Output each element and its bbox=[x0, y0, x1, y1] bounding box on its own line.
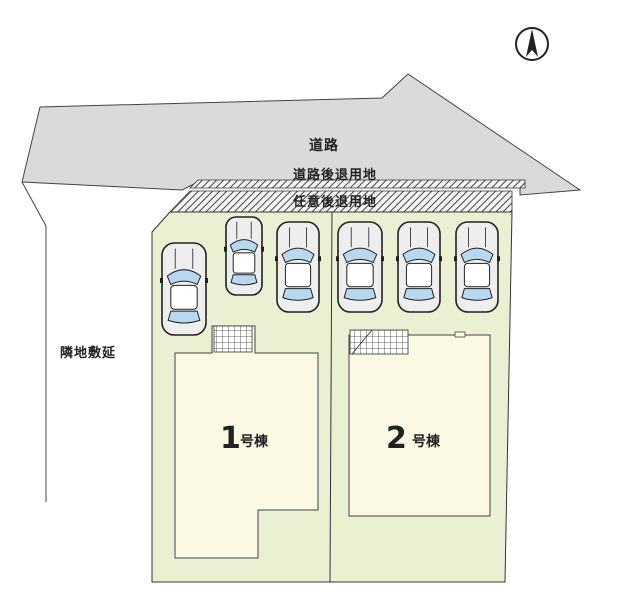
building-1-footprint bbox=[174, 325, 319, 559]
building-2-notch bbox=[454, 331, 466, 338]
building-2-footprint bbox=[348, 334, 491, 517]
parked-car-4 bbox=[336, 221, 384, 313]
parked-car-6 bbox=[454, 221, 500, 313]
north-arrow-icon bbox=[515, 27, 549, 61]
neighbor-extension-line bbox=[21, 181, 47, 502]
parked-car-5 bbox=[396, 221, 442, 313]
road-setback-strip bbox=[189, 179, 526, 189]
voluntary-setback-label: 任意後退用地 bbox=[292, 194, 377, 210]
building-2-unit: 号棟 bbox=[412, 433, 441, 450]
road-area bbox=[21, 73, 582, 196]
neighbor-extension-label: 隣地敷延 bbox=[60, 345, 116, 361]
lot-divider bbox=[329, 211, 333, 583]
building-1-unit: 号棟 bbox=[240, 433, 269, 450]
parked-car-2 bbox=[224, 216, 264, 296]
building-2-entrance-tiles bbox=[349, 329, 409, 355]
parked-car-3 bbox=[275, 221, 321, 313]
building-2-number: 2 bbox=[386, 421, 407, 456]
building-1-number: 1 bbox=[220, 421, 241, 456]
road-setback-label: 道路後退用地 bbox=[293, 167, 377, 183]
building-2-entrance-diagonal bbox=[351, 329, 373, 355]
parking-cars bbox=[160, 216, 500, 336]
building-1-entrance-tiles bbox=[213, 325, 253, 353]
road-label: 道路 bbox=[309, 137, 339, 154]
parked-car-1 bbox=[160, 242, 208, 336]
